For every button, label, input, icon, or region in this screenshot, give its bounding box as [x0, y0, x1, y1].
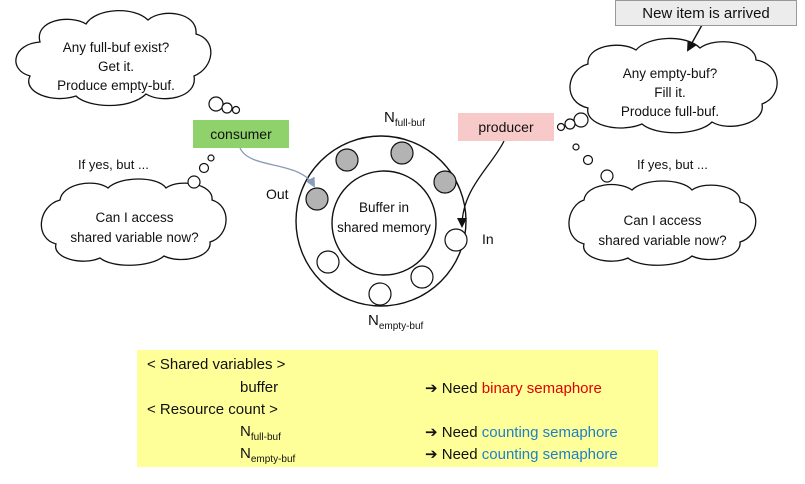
consumer-thought-dot-6 — [207, 154, 215, 162]
empty-slot — [444, 228, 468, 252]
in-label: In — [482, 231, 494, 247]
producer-thought-cloud-top — [569, 37, 778, 134]
n-empty-base: N — [368, 312, 379, 329]
n-empty-var-base: N — [240, 445, 251, 462]
consumer-to-out-arrow — [239, 147, 315, 188]
consumer-thought-line: shared variable now? — [70, 230, 199, 245]
consumer-thought-cloud-bottom — [40, 178, 227, 266]
n-empty-need-row: ➔ Need counting semaphore — [425, 446, 618, 463]
need-text: Need — [441, 380, 478, 397]
need-text: Need — [441, 424, 478, 441]
n-full-need-row: ➔ Need counting semaphore — [425, 424, 618, 441]
producer-thought-line: shared variable now? — [598, 233, 727, 248]
buffer-center-text: Buffer in shared memory — [336, 198, 432, 238]
full-slot — [433, 170, 457, 194]
consumer-thought-text-top: Any full-buf exist? Get it. Produce empt… — [46, 38, 186, 95]
out-label: Out — [266, 186, 289, 202]
new-item-note: New item is arrived — [615, 0, 797, 26]
producer-thought-line: Can I access — [623, 213, 702, 228]
consumer-thought-line: Can I access — [95, 210, 174, 225]
arrival-arrow — [687, 24, 703, 52]
producer-thought-dot-1 — [573, 112, 589, 128]
consumer-thought-line: Any full-buf exist? — [62, 40, 170, 55]
producer-thought-dot-3 — [556, 122, 566, 132]
empty-slot — [368, 282, 392, 306]
buffer-variable: buffer — [240, 379, 279, 396]
producer-thought-dot-6 — [572, 143, 580, 151]
n-full-var-sub: full-buf — [250, 432, 281, 443]
counting-semaphore-text: counting semaphore — [481, 424, 618, 441]
consumer-thought-dot-4 — [187, 175, 201, 189]
producer-thought-dot-2 — [564, 118, 576, 130]
consumer-box: consumer — [193, 120, 289, 148]
consumer-if-yes-text: If yes, but ... — [78, 157, 149, 172]
n-full-variable: Nfull-buf — [240, 423, 281, 443]
n-empty-label: Nempty-buf — [368, 312, 423, 332]
producer-box: producer — [458, 113, 554, 141]
summary-box: < Shared variables > buffer ➔ Need binar… — [137, 350, 658, 467]
n-full-sub: full-buf — [394, 118, 425, 129]
full-slot — [305, 187, 329, 211]
buffer-center-line: shared memory — [337, 220, 431, 235]
producer-if-yes-text: If yes, but ... — [637, 157, 708, 172]
binary-semaphore-text: binary semaphore — [481, 380, 602, 397]
consumer-thought-dot-5 — [198, 162, 210, 174]
n-empty-variable: Nempty-buf — [240, 445, 295, 465]
producer-thought-cloud-bottom — [568, 180, 757, 266]
buffer-need-row: ➔ Need binary semaphore — [425, 380, 602, 397]
consumer-thought-dot-3 — [231, 105, 241, 115]
shared-variables-header: < Shared variables > — [147, 356, 286, 373]
empty-slot — [410, 265, 434, 289]
resource-count-header: < Resource count > — [147, 401, 278, 418]
n-full-base: N — [384, 109, 395, 126]
consumer-thought-dot-1 — [208, 96, 224, 112]
producer-thought-line: Produce full-buf. — [620, 104, 720, 119]
n-empty-sub: empty-buf — [378, 321, 424, 332]
buffer-inner-circle — [331, 170, 437, 276]
producer-label: producer — [478, 119, 534, 135]
new-item-note-text: New item is arrived — [642, 4, 770, 22]
consumer-thought-line: Produce empty-buf. — [57, 78, 175, 93]
empty-slot — [316, 250, 340, 274]
counting-semaphore-text: counting semaphore — [481, 446, 618, 463]
n-full-var-base: N — [240, 423, 251, 440]
n-empty-var-sub: empty-buf — [250, 454, 296, 465]
producer-thought-text-top: Any empty-buf? Fill it. Produce full-buf… — [600, 64, 740, 121]
producer-thought-dot-4 — [600, 169, 614, 183]
producer-thought-line: Any empty-buf? — [622, 66, 718, 81]
n-full-label: Nfull-buf — [384, 109, 425, 129]
producer-thought-line: Fill it. — [654, 85, 686, 100]
buffer-center-line: Buffer in — [358, 200, 410, 215]
producer-to-in-arrow — [457, 140, 505, 228]
producer-thought-dot-5 — [582, 154, 594, 166]
need-text: Need — [441, 446, 478, 463]
consumer-thought-text-bottom: Can I access shared variable now? — [62, 208, 207, 248]
full-slot — [390, 141, 414, 165]
consumer-thought-cloud-top — [15, 9, 212, 107]
full-slot — [335, 148, 359, 172]
producer-thought-text-bottom: Can I access shared variable now? — [590, 211, 735, 251]
consumer-label: consumer — [210, 126, 272, 142]
consumer-thought-dot-2 — [221, 102, 233, 114]
consumer-thought-line: Get it. — [97, 59, 134, 74]
